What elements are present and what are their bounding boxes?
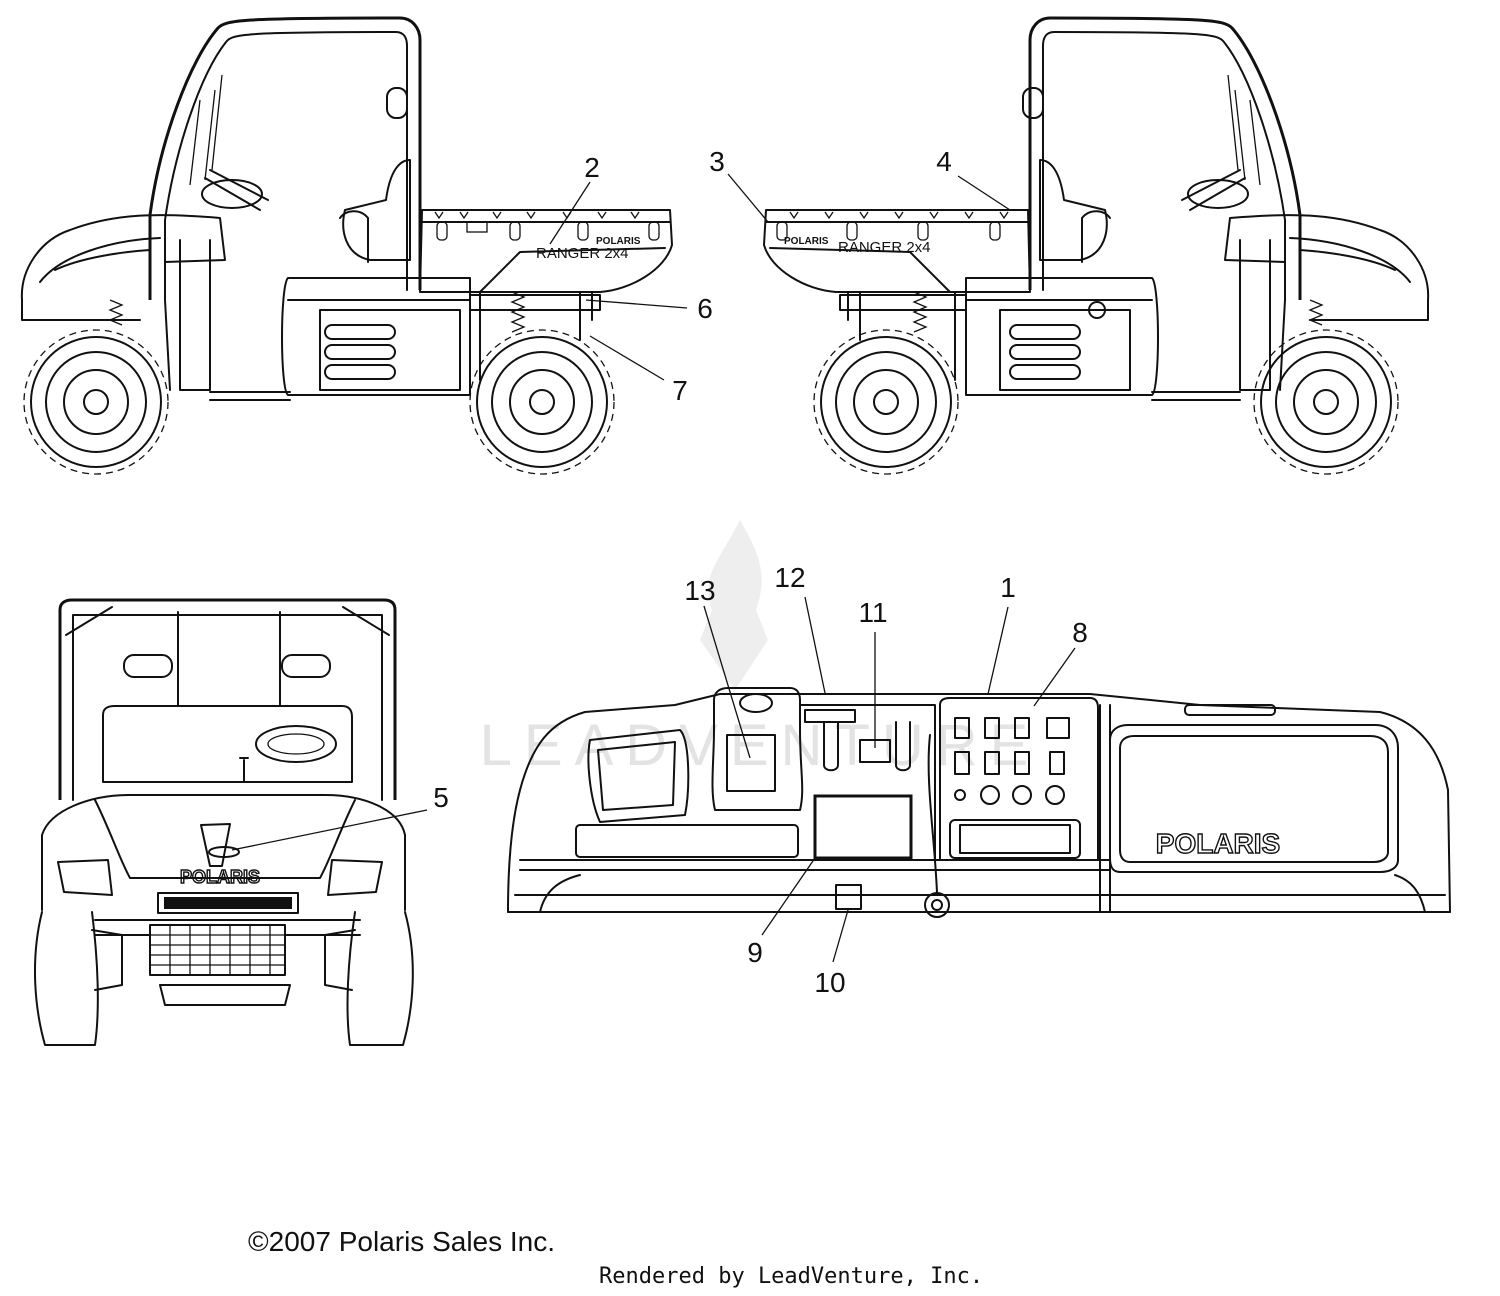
callout-11: 11 [858, 597, 887, 628]
watermark: LEADVENTURE [480, 520, 1041, 778]
callout-2: 2 [584, 152, 600, 183]
callout-8: 8 [1072, 617, 1088, 648]
grille-slot-icon [164, 897, 292, 909]
callout-leaders [231, 173, 1076, 963]
right-side-view: POLARIS RANGER 2x4 [763, 16, 1430, 475]
cargo-brand-decal-left: POLARIS [596, 236, 641, 247]
callout-5: 5 [433, 782, 449, 813]
callout-10: 10 [814, 967, 845, 998]
callout-7: 7 [672, 375, 688, 406]
callout-12: 12 [774, 562, 805, 593]
ranger-decal-right: RANGER 2x4 [838, 239, 931, 256]
callout-13: 13 [684, 575, 715, 606]
watermark-text: LEADVENTURE [480, 713, 1041, 778]
ranger-decal-left: RANGER 2x4 [536, 245, 629, 262]
callout-1: 1 [1000, 572, 1016, 603]
dash-brand-decal: POLARIS [1156, 828, 1280, 859]
dashboard-view: POLARIS [507, 687, 1451, 918]
callout-6: 6 [697, 293, 713, 324]
callout-9: 9 [747, 937, 763, 968]
front-view: POLARIS [33, 598, 414, 1046]
callout-3: 3 [709, 146, 725, 177]
rendered-by-text: Rendered by LeadVenture, Inc. [599, 1264, 984, 1289]
callout-numbers: 1 2 3 4 5 6 7 8 9 10 11 12 13 [433, 146, 1088, 998]
cargo-brand-decal-right: POLARIS [784, 236, 829, 247]
copyright-text: ©2007 Polaris Sales Inc. [248, 1226, 556, 1257]
callout-4: 4 [936, 146, 952, 177]
left-side-view: POLARIS RANGER 2x4 [20, 16, 673, 475]
front-brand-decal: POLARIS [180, 867, 260, 887]
